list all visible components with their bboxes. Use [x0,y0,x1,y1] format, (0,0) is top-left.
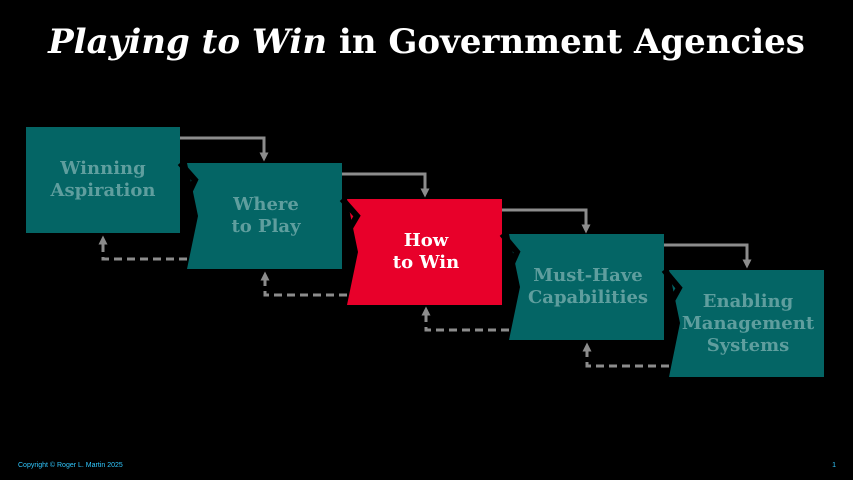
forward-arrow-4 [664,243,752,269]
feedback-arrow-3 [421,306,509,332]
forward-arrow-1 [180,136,269,162]
step-4-line-1: Must-Have [533,265,643,286]
step-5-line-2: Management [681,312,815,334]
step-1-line-2: Aspiration [50,180,156,201]
step-block-enabling-management-systems [669,270,824,377]
step-3-line-2: to Win [392,252,460,273]
page-number: 1 [832,462,836,469]
step-1-line-1: Winning [60,158,146,179]
forward-arrow-3 [502,208,591,234]
copyright-notice: Copyright © Roger L. Martin 2025 [18,462,123,469]
step-block-where-to-play [187,163,342,269]
title-italic: Playing to Win [48,22,328,62]
feedback-arrow-1 [98,235,187,261]
step-3-line-1: How [403,230,449,251]
step-block-how-to-win [347,199,502,305]
step-block-winning-aspiration [26,127,180,233]
step-2-line-2: to Play [231,216,301,237]
step-4-line-2: Capabilities [527,287,649,308]
title-rest: in Government Agencies [327,22,805,62]
step-2-line-1: Where [233,194,299,215]
forward-arrow-2 [342,172,430,198]
step-5-line-1: Enabling [702,290,794,312]
step-5-line-3: Systems [706,334,790,356]
step-block-must-have-capabilities [509,234,664,340]
slide-title: Playing to Win in Government Agencies [0,22,853,62]
feedback-arrow-4 [582,342,669,368]
feedback-arrow-2 [260,271,347,297]
